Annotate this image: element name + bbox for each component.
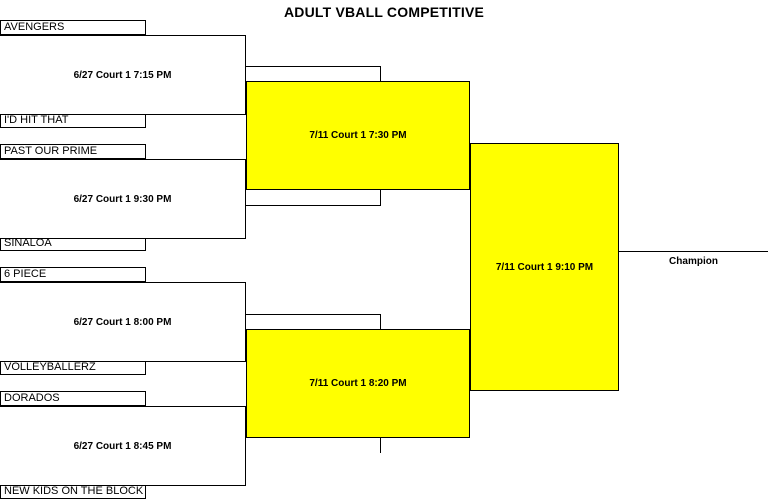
semifinal-game: 7/11 Court 1 8:20 PM	[246, 329, 470, 438]
team-slot: DORADOS	[0, 391, 146, 406]
game-label: 7/11 Court 1 7:30 PM	[309, 130, 407, 141]
winner-line	[246, 66, 381, 67]
round1-game: 6/27 Court 1 7:15 PM	[0, 35, 246, 115]
champion-label: Champion	[669, 256, 718, 267]
team-slot: VOLLEYBALLERZ	[0, 360, 146, 375]
team-slot: NEW KIDS ON THE BLOCK	[0, 484, 146, 499]
winner-line	[246, 205, 381, 206]
team-slot: SINALOA	[0, 236, 146, 251]
page-title: ADULT VBALL COMPETITIVE	[283, 4, 485, 20]
team-slot: I'D HIT THAT	[0, 113, 146, 128]
game-label: 6/27 Court 1 8:45 PM	[73, 440, 172, 452]
game-label: 7/11 Court 1 9:10 PM	[495, 261, 594, 273]
winner-line	[380, 314, 381, 330]
game-label: 6/27 Court 1 7:15 PM	[73, 69, 172, 81]
winner-line	[380, 66, 381, 82]
team-slot: PAST OUR PRIME	[0, 144, 146, 159]
winner-line	[246, 314, 381, 315]
winner-line	[380, 189, 381, 206]
game-label: 6/27 Court 1 8:00 PM	[73, 316, 172, 328]
team-slot: 6 PIECE	[0, 267, 146, 282]
round1-game: 6/27 Court 1 8:45 PM	[0, 406, 246, 486]
winner-line	[380, 437, 381, 453]
game-label: 7/11 Court 1 8:20 PM	[309, 378, 407, 389]
champion-line	[619, 251, 768, 252]
round1-game: 6/27 Court 1 8:00 PM	[0, 282, 246, 362]
game-label: 6/27 Court 1 9:30 PM	[73, 193, 172, 205]
team-slot: AVENGERS	[0, 20, 146, 35]
semifinal-game: 7/11 Court 1 7:30 PM	[246, 81, 470, 190]
round1-game: 6/27 Court 1 9:30 PM	[0, 159, 246, 239]
final-game: 7/11 Court 1 9:10 PM	[470, 143, 619, 391]
